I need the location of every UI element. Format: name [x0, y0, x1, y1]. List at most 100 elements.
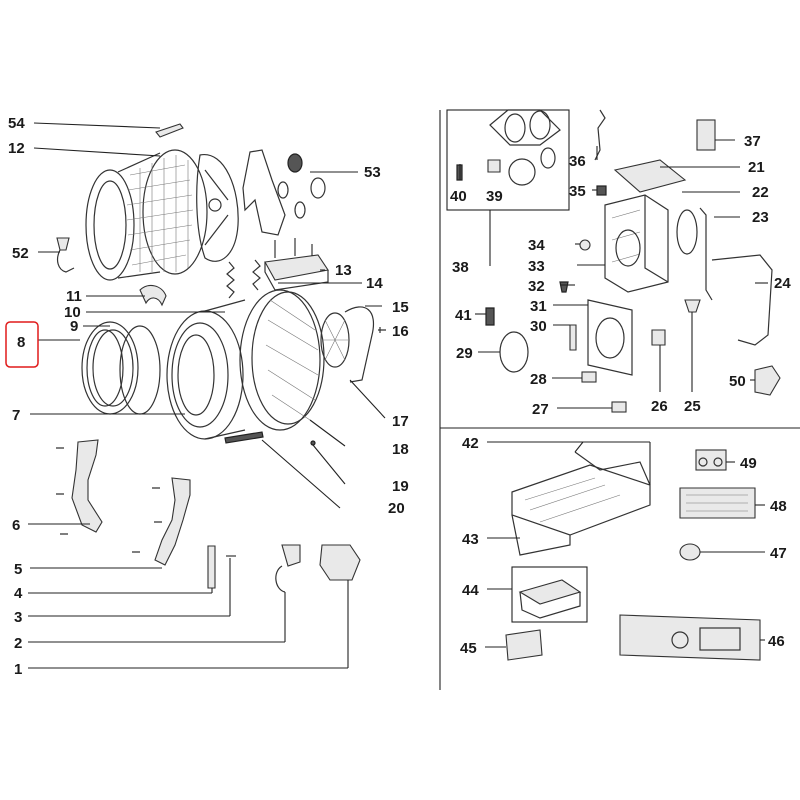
label-14: 14: [366, 275, 383, 292]
label-5: 5: [14, 561, 22, 578]
label-10: 10: [64, 304, 81, 321]
label-45: 45: [460, 640, 477, 657]
small-bracket: [596, 185, 607, 196]
program-knob: [679, 543, 701, 561]
label-50: 50: [729, 373, 746, 390]
label-6: 6: [12, 517, 20, 534]
door-hinge-lower: [132, 477, 191, 566]
shock-absorber: [207, 545, 216, 589]
small-cap: [579, 239, 591, 251]
label-37: 37: [744, 133, 761, 150]
label-29: 29: [456, 345, 473, 362]
right-top-leaders: [475, 139, 768, 409]
highlight-box: [5, 321, 39, 368]
label-42: 42: [462, 435, 479, 452]
door-hinge: [56, 439, 103, 535]
label-19: 19: [392, 478, 409, 495]
panel-dividers: [439, 110, 800, 690]
label-38: 38: [452, 259, 469, 276]
label-2: 2: [14, 635, 22, 652]
foot: [559, 281, 569, 293]
label-27: 27: [532, 401, 549, 418]
label-18: 18: [392, 441, 409, 458]
rear-tub: [239, 289, 325, 431]
label-34: 34: [528, 237, 545, 254]
label-1: 1: [14, 661, 22, 678]
spring: [252, 259, 261, 291]
label-30: 30: [530, 318, 547, 335]
label-3: 3: [14, 609, 22, 626]
drain-hose-part: [281, 544, 301, 567]
pressure-switch: [684, 299, 701, 313]
label-33: 33: [528, 258, 545, 275]
heater-element: [224, 431, 264, 444]
seal-ring: [499, 331, 529, 373]
label-43: 43: [462, 531, 479, 548]
hook: [485, 307, 495, 326]
label-23: 23: [752, 209, 769, 226]
front-panel-opening: [595, 317, 625, 359]
drive-belt: [344, 306, 374, 383]
label-28: 28: [530, 371, 547, 388]
switch: [581, 371, 597, 383]
label-39: 39: [486, 188, 503, 205]
top-lid: [613, 159, 687, 193]
support-bar: [711, 254, 773, 346]
water-valve: [695, 449, 727, 471]
label-36: 36: [569, 153, 586, 170]
drum-spider: [196, 154, 239, 262]
detergent-drawer: [518, 579, 582, 619]
label-25: 25: [684, 398, 701, 415]
label-52: 52: [12, 245, 29, 262]
drawer-inset-box: [511, 566, 588, 623]
label-53: 53: [364, 164, 381, 181]
drain-pump: [319, 544, 361, 581]
label-22: 22: [752, 184, 769, 201]
label-9: 9: [70, 318, 78, 335]
label-35: 35: [569, 183, 586, 200]
label-44: 44: [462, 582, 479, 599]
label-16: 16: [392, 323, 409, 340]
door-gasket: [81, 321, 139, 415]
valve: [754, 365, 781, 396]
label-24: 24: [774, 275, 791, 292]
label-15: 15: [392, 299, 409, 316]
label-49: 49: [740, 455, 757, 472]
elbow-hose: [139, 284, 167, 307]
hose-connector: [56, 237, 75, 273]
drawer-handle: [505, 629, 543, 661]
spring: [226, 261, 235, 299]
clip-part: [155, 123, 184, 138]
label-47: 47: [770, 545, 787, 562]
bolt: [378, 327, 386, 333]
bearings: [277, 153, 326, 219]
drum-basket: [85, 149, 208, 281]
label-48: 48: [770, 498, 787, 515]
ring-seal: [676, 209, 698, 255]
control-panel: [619, 614, 761, 661]
label-13: 13: [335, 262, 352, 279]
label-26: 26: [651, 398, 668, 415]
label-8: 8: [17, 334, 25, 351]
right-bottom-leaders: [485, 441, 765, 648]
label-41: 41: [455, 307, 472, 324]
label-54: 54: [8, 115, 25, 132]
drain-hose-coil: [275, 565, 286, 593]
label-31: 31: [530, 298, 547, 315]
label-12: 12: [8, 140, 25, 157]
label-32: 32: [528, 278, 545, 295]
left-panel-parts: [56, 123, 386, 593]
heater-assembly: [264, 238, 329, 291]
cabinet: [604, 194, 669, 293]
label-7: 7: [12, 407, 20, 424]
label-17: 17: [392, 413, 409, 430]
door-lock-parts: [456, 109, 561, 186]
pulley: [320, 312, 350, 368]
filter-capacitor: [696, 119, 716, 151]
dispenser-housing: [511, 451, 651, 556]
screw: [310, 440, 316, 446]
front-tub: [166, 299, 246, 440]
label-20: 20: [388, 500, 405, 517]
left-leaders: [28, 122, 386, 669]
